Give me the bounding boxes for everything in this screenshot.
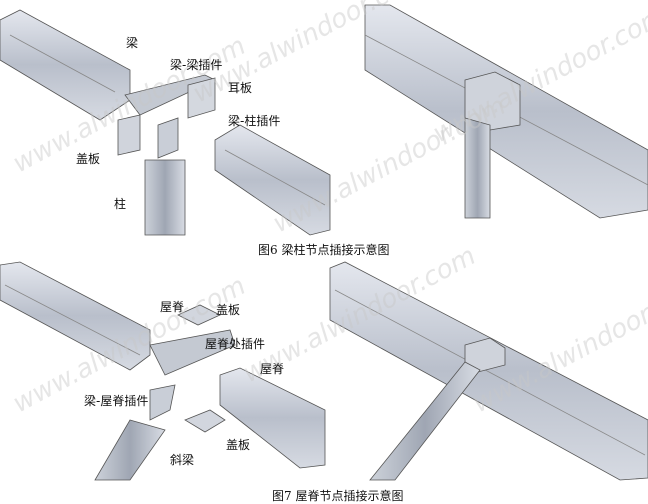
label-beam-column-insert: 梁-柱插件 — [228, 114, 281, 128]
figure7-caption: 图7 屋脊节点插接示意图 — [272, 489, 404, 503]
label-beam: 梁 — [126, 36, 139, 50]
fig6-exploded-view — [0, 9, 331, 236]
label-ridge-insert: 屋脊处插件 — [205, 337, 266, 351]
beam-column-insert-part — [157, 117, 179, 159]
column-assembled — [464, 117, 491, 219]
cover-plate-top — [177, 304, 221, 326]
rafter-part — [94, 419, 166, 481]
ear-plate-part — [187, 77, 216, 119]
label-cover-plate-top: 盖板 — [216, 303, 241, 317]
beam-right — [214, 124, 331, 236]
label-cover-plate: 盖板 — [76, 152, 101, 166]
label-column: 柱 — [114, 197, 127, 211]
label-ridge-2: 屋脊 — [260, 362, 285, 376]
fig6-assembled-view — [364, 4, 648, 219]
figure6-caption: 图6 梁柱节点插接示意图 — [258, 243, 390, 257]
rafter-assembled — [369, 361, 481, 481]
fig7-exploded-view — [0, 261, 326, 481]
label-ridge: 屋脊 — [160, 300, 185, 314]
cover-plate-bottom — [184, 409, 226, 433]
ridge-insert-part — [149, 329, 236, 376]
column — [144, 159, 186, 236]
beam-ridge-insert-part — [149, 384, 176, 421]
cover-plate-part — [117, 114, 141, 156]
label-beam-ridge-insert: 梁-屋脊插件 — [84, 394, 149, 408]
label-rafter: 斜梁 — [170, 453, 195, 467]
fig7-assembled-view — [329, 261, 648, 481]
label-beam-beam-insert: 梁-梁插件 — [170, 58, 223, 72]
label-cover-plate-bottom: 盖板 — [226, 438, 251, 452]
label-ear-plate: 耳板 — [228, 81, 253, 95]
